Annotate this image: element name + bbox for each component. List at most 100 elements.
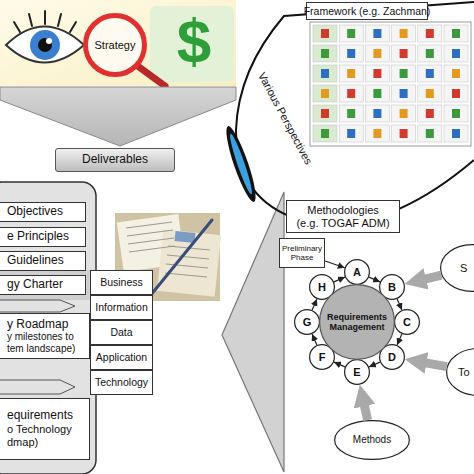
grid-cell	[339, 125, 363, 142]
grid-cell	[392, 105, 416, 122]
node-text: S	[460, 262, 467, 275]
grid-cell	[365, 105, 389, 122]
zachman-grid	[310, 22, 471, 146]
phase-circle: E	[344, 359, 370, 385]
grid-cell	[392, 125, 416, 142]
node-text: Strategy	[95, 39, 136, 52]
grid-cell	[418, 105, 442, 122]
cycle-arrow	[334, 277, 345, 282]
node-text: Objectives	[7, 205, 63, 219]
grid-cell	[365, 25, 389, 42]
node-text: Framework (e.g. Zachman)	[304, 5, 431, 17]
charter-band	[0, 270, 92, 300]
eye-pupil	[38, 38, 52, 52]
block-arrow	[222, 192, 284, 472]
input-oval: S	[440, 244, 474, 292]
grid-cell	[313, 25, 337, 42]
layer-tab: Data	[90, 320, 153, 345]
layer-tab: Application	[90, 345, 153, 370]
phase-circle: G	[294, 309, 320, 335]
deliverables-box: Deliverables	[55, 148, 175, 172]
node-text: Methods	[353, 434, 391, 446]
node-text: Requirements Management	[324, 312, 390, 333]
panel-separator	[0, 300, 75, 312]
input-oval: Methods	[334, 420, 410, 460]
grid-cell	[392, 85, 416, 102]
node-text: gy Charter	[7, 278, 63, 292]
node-outline-shape	[86, 16, 145, 75]
node-text: Application	[96, 351, 147, 363]
deliverable-item: e Principles	[0, 227, 86, 247]
grid-cell	[365, 85, 389, 102]
strategy-lens: Strategy	[83, 13, 147, 77]
input-arrow	[363, 400, 368, 420]
grid-cell	[313, 105, 337, 122]
node-outline-shape	[447, 349, 474, 396]
phase-circle: C	[394, 309, 420, 335]
deliverable-item: Objectives	[0, 202, 86, 222]
grid-cell	[365, 45, 389, 62]
perspective-label: Various Perspectives	[253, 65, 317, 173]
grid-cell	[444, 85, 468, 102]
cycle-arrow	[325, 261, 345, 268]
dollar-symbol: $	[166, 10, 222, 72]
node-text: Technology	[95, 376, 148, 388]
node-text: C	[403, 316, 411, 329]
cycle-arrow	[369, 362, 380, 367]
money-backdrop	[150, 6, 234, 82]
node-text: B	[388, 281, 396, 294]
deliverable-item: gy Charter	[0, 275, 86, 295]
grid-cell	[444, 25, 468, 42]
layer-tab: Technology	[90, 370, 153, 395]
node-text: A	[353, 266, 361, 279]
deliverable-item: y Roadmapy milestones to tem landscape)	[0, 313, 90, 359]
layer-tab: Business	[90, 270, 153, 295]
grid-cell	[392, 25, 416, 42]
cycle-arrow	[397, 299, 402, 310]
node-text: y Roadmap	[7, 318, 68, 332]
framework-box: Framework (e.g. Zachman)	[306, 2, 428, 20]
grid-cell	[444, 65, 468, 82]
block-arrow	[0, 87, 236, 146]
grid-cell	[444, 125, 468, 142]
panel-separator	[0, 380, 75, 394]
grid-cell	[418, 25, 442, 42]
node-body-text: y milestones to tem landscape)	[7, 331, 83, 354]
cycle-arrow	[334, 362, 345, 367]
grid-cell	[339, 105, 363, 122]
grid-cell	[392, 65, 416, 82]
grid-cell	[418, 65, 442, 82]
grid-cell	[365, 125, 389, 142]
perspective-curve	[236, 2, 474, 224]
layer-tab: Information	[90, 295, 153, 320]
node-text: F	[319, 351, 326, 364]
phase-circle: A	[344, 259, 370, 285]
input-arrow	[420, 275, 442, 280]
node-text: Data	[110, 326, 132, 338]
cycle-arrow	[312, 299, 317, 310]
node-text: e Principles	[7, 230, 69, 244]
grid-cell	[392, 45, 416, 62]
deliverable-item: equirementso Technology dmap)	[0, 398, 90, 460]
node-outline-shape	[320, 285, 395, 360]
deliverables-panel	[0, 182, 96, 474]
node-outline-shape	[441, 245, 474, 292]
node-text: H	[318, 281, 326, 294]
node-text: D	[388, 351, 396, 364]
eye-highlight	[46, 38, 52, 44]
node-outline-shape	[335, 421, 410, 460]
grid-cell	[418, 85, 442, 102]
node-text: Information	[95, 301, 148, 313]
strategy-illustration	[0, 0, 236, 86]
input-arrow	[420, 362, 447, 367]
grid-cell	[365, 65, 389, 82]
grid-cell	[339, 25, 363, 42]
eye-outline	[6, 27, 84, 63]
node-outline	[440, 244, 474, 292]
magnifier-handle	[139, 67, 165, 86]
grid-cell	[339, 65, 363, 82]
node-text: Deliverables	[82, 153, 148, 167]
node-outline-shape	[295, 310, 320, 335]
perspective-lens	[221, 124, 260, 204]
